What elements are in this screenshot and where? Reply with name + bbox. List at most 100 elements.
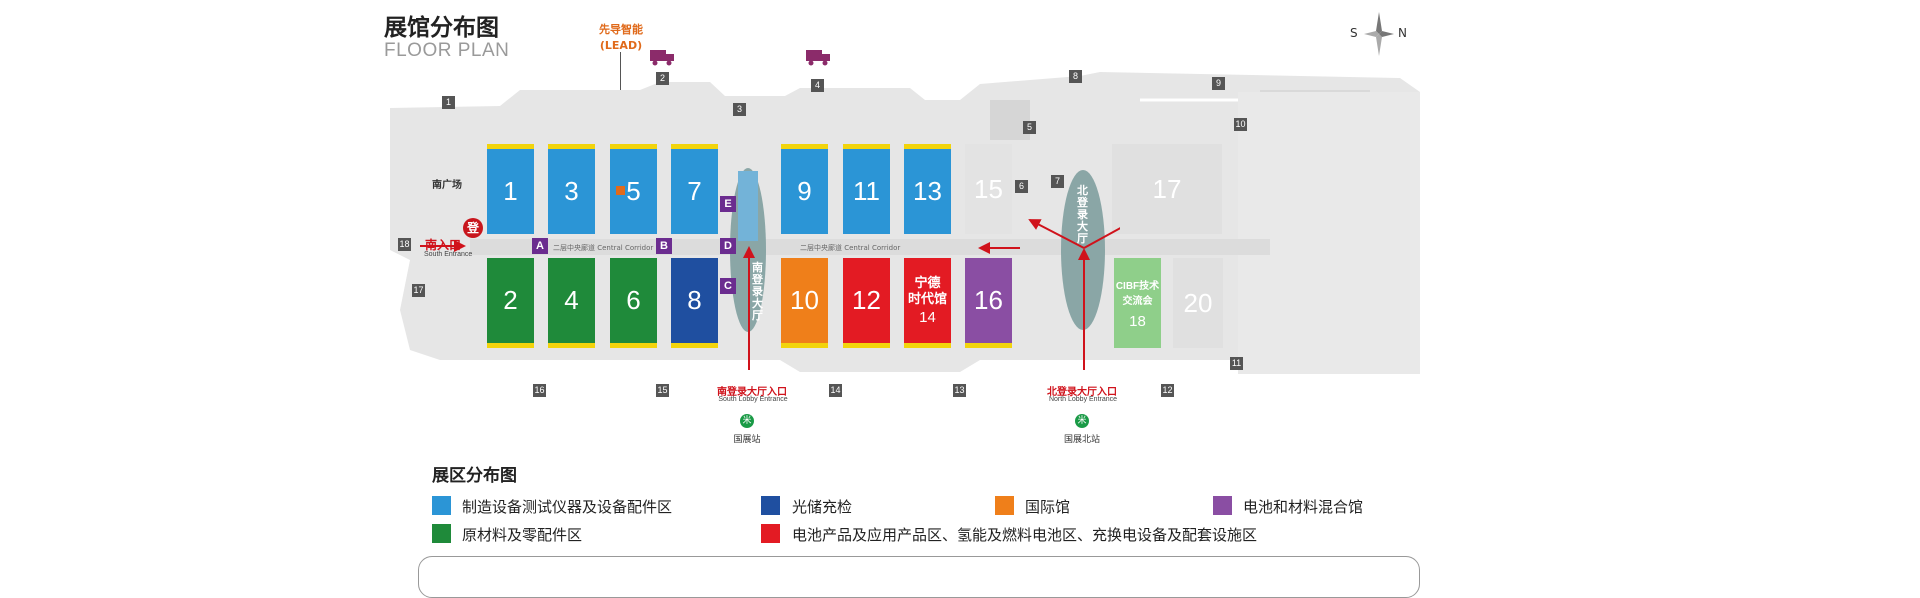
route-arrows (420, 219, 1120, 370)
gate-12: 12 (1161, 384, 1174, 397)
legend-label-1: 制造设备测试仪器及设备配件区 (462, 498, 673, 516)
gate-17: 17 (412, 284, 425, 297)
hall-13[interactable]: 13 (904, 144, 951, 234)
legend-label-3: 国际馆 (1025, 498, 1071, 516)
metro-icon-2: 米 (1075, 414, 1089, 428)
hall-2-number: 2 (503, 285, 518, 315)
gate-15: 15 (656, 384, 669, 397)
gate-2: 2 (656, 72, 669, 85)
metro-station-2: 国展北站 (1063, 435, 1100, 445)
hall-5-number: 5 (626, 176, 641, 206)
hall-7-number: 7 (687, 176, 702, 206)
gate-11: 11 (1230, 357, 1243, 370)
legend-swatch-1 (432, 496, 451, 515)
hall-14[interactable]: 宁德 时代馆 14 (904, 258, 951, 348)
hall-9[interactable]: 9 (781, 144, 828, 234)
compass-icon (1364, 12, 1394, 56)
lead-booth-marker (616, 186, 625, 195)
truck-icon-1 (650, 50, 674, 66)
hall-18[interactable]: CIBF技术 交流会 18 (1114, 258, 1161, 348)
hall-15-number: 15 (974, 173, 1003, 204)
gate-5: 5 (1023, 121, 1036, 134)
gate-18: 18 (398, 238, 411, 251)
legend-swatch-5 (432, 524, 451, 543)
hall-20[interactable]: 20 (1173, 258, 1223, 348)
gate-8: 8 (1069, 70, 1082, 83)
south-lobby-label: 南登录大厅 (752, 261, 763, 322)
hall-18-number: 18 (1129, 312, 1146, 330)
gate-13: 13 (953, 384, 966, 397)
hall-11[interactable]: 11 (843, 144, 890, 234)
corridor-label-1: 二层中央廊道 Central Corridor (553, 244, 654, 252)
lead-callout: 先导智能 (LEAD) (588, 22, 654, 54)
gate-1: 1 (442, 96, 455, 109)
hall-4[interactable]: 4 (548, 258, 595, 348)
hall-9-number: 9 (797, 176, 812, 206)
north-lobby-label: 北登录大厅 (1077, 184, 1088, 245)
south-plaza-label: 南广场 (432, 180, 462, 191)
gate-10: 10 (1234, 118, 1247, 131)
gate-4: 4 (811, 79, 824, 92)
marker-e: E (720, 196, 736, 212)
gate-7: 7 (1051, 175, 1064, 188)
hall-6[interactable]: 6 (610, 258, 657, 348)
page-title: 展馆分布图 (384, 15, 499, 41)
north-lobby-entrance-label: 北登录大厅入口 (1047, 387, 1117, 398)
hall-16[interactable]: 16 (965, 258, 1012, 348)
legend-label-4: 电池和材料混合馆 (1243, 498, 1364, 516)
corridor-label-2: 二层中央廊道 Central Corridor (800, 244, 901, 252)
page-subtitle: FLOOR PLAN (384, 40, 510, 61)
hall-8[interactable]: 8 (671, 258, 718, 348)
hall-10[interactable]: 10 (781, 258, 828, 348)
hall-12[interactable]: 12 (843, 258, 890, 348)
hall-3-number: 3 (564, 176, 579, 206)
gate-16: 16 (533, 384, 546, 397)
hall-17[interactable]: 17 (1112, 144, 1222, 234)
north-block (1238, 92, 1420, 374)
metro-icon-1: 米 (740, 414, 754, 428)
hall-16-number: 16 (974, 285, 1003, 315)
hall-3[interactable]: 3 (548, 144, 595, 234)
marker-b: B (656, 238, 672, 254)
marker-a: A (532, 238, 548, 254)
gate-14: 14 (829, 384, 842, 397)
hall-4-number: 4 (564, 285, 579, 315)
register-icon: 登 (463, 218, 483, 238)
metro-station-1: 国展站 (733, 435, 761, 445)
truck-icon-2 (806, 50, 830, 66)
hall-1-number: 1 (503, 176, 518, 206)
north-lobby-entrance-label-en: North Lobby Entrance (1048, 396, 1118, 403)
marker-d: D (720, 238, 736, 254)
lead-callout-name: 先导智能 (599, 23, 643, 36)
south-lobby-entrance-label: 南登录大厅入口 (717, 387, 787, 398)
hall-6-number: 6 (626, 285, 641, 315)
hall-2[interactable]: 2 (487, 258, 534, 348)
legend-label-2: 光储充检 (792, 498, 853, 516)
legend-label-6: 电池产品及应用产品区、氢能及燃料电池区、充换电设备及配套设施区 (792, 526, 1258, 544)
hall-7[interactable]: 7 (671, 144, 718, 234)
hall-14-name-1: 宁德 (914, 275, 941, 290)
gate-3: 3 (733, 103, 746, 116)
compass-south-label: S (1350, 26, 1358, 40)
bottom-card (418, 556, 1420, 598)
hall-12-number: 12 (852, 285, 881, 315)
hall-15[interactable]: 15 (965, 144, 1012, 234)
hall-18-name-1: CIBF技术 (1115, 280, 1160, 292)
hall-1[interactable]: 1 (487, 144, 534, 234)
gate-9: 9 (1212, 77, 1225, 90)
legend-swatch-4 (1213, 496, 1232, 515)
hall-14-name-2: 时代馆 (907, 291, 947, 306)
lead-callout-sub: (LEAD) (599, 39, 643, 52)
compass-north-label: N (1398, 26, 1407, 40)
hall-18-name-2: 交流会 (1122, 295, 1153, 307)
hall-20-number: 20 (1183, 287, 1213, 318)
legend-swatch-3 (995, 496, 1014, 515)
south-lobby-entrance-label-en: South Lobby Entrance (718, 396, 788, 403)
legend-swatch-6 (761, 524, 780, 543)
south-entrance-label-en: South Entrance (424, 251, 473, 258)
compass: S N (1346, 12, 1412, 56)
south-entrance-label: 南入口 (425, 238, 462, 252)
legend-swatch-2 (761, 496, 780, 515)
hall-14-number: 14 (919, 309, 936, 326)
hall-11-number: 11 (853, 176, 880, 206)
